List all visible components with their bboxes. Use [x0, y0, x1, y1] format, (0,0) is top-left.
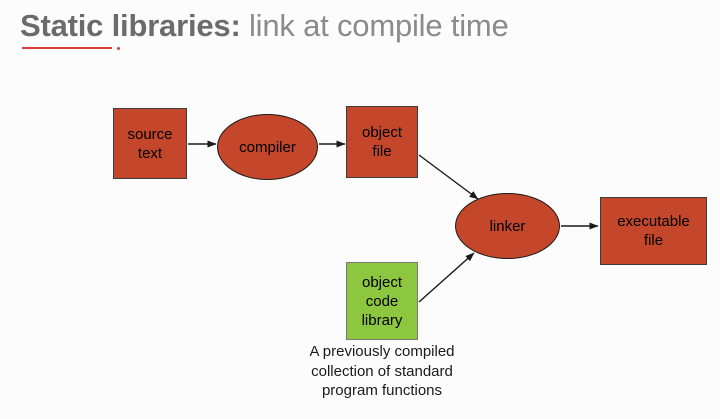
node-executable-file-line1: executable [617, 213, 690, 230]
node-object-code-library[interactable]: object code library [346, 262, 418, 340]
library-caption-line3: program functions [321, 382, 443, 399]
page-title-strong: Static libraries: [20, 8, 241, 43]
node-object-code-library-line3: library [361, 311, 403, 329]
library-caption-line2: collection of standard [311, 362, 453, 380]
node-object-code-library-label: object code library [362, 273, 403, 330]
node-object-file-line2: file [372, 143, 392, 160]
node-executable-file-label: executable file [617, 212, 690, 250]
node-object-file-line1: object [361, 124, 403, 141]
library-caption-line1: A previously compiled [309, 343, 455, 360]
page-title-rest: link at compile time [240, 8, 509, 43]
node-linker[interactable]: linker [455, 193, 560, 259]
node-executable-file[interactable]: executable file [600, 197, 707, 265]
node-compiler[interactable]: compiler [217, 114, 318, 180]
node-source-text-line1: source [127, 125, 173, 143]
library-caption: A previously compiled collection of stan… [272, 342, 492, 401]
node-executable-file-line2: file [643, 232, 664, 249]
edge-object-file-to-linker [418, 154, 479, 200]
title-underline-dot [117, 47, 120, 50]
node-compiler-line1: compiler [239, 138, 296, 156]
title-underline-accent [22, 47, 112, 49]
node-object-file[interactable]: object file [346, 106, 418, 178]
node-object-code-library-line2: code [365, 292, 399, 310]
node-source-text-line2: text [137, 144, 163, 162]
node-object-file-label: object file [362, 123, 402, 161]
page-title: Static libraries: link at compile time [20, 6, 700, 52]
node-source-text[interactable]: source text [113, 108, 187, 179]
node-object-code-library-line1: object [361, 273, 403, 291]
node-source-text-label: source text [127, 125, 172, 163]
node-linker-label: linker [490, 217, 526, 236]
edge-object-code-library-to-linker [418, 252, 475, 303]
node-compiler-label: compiler [239, 138, 296, 157]
node-linker-line1: linker [489, 217, 526, 235]
